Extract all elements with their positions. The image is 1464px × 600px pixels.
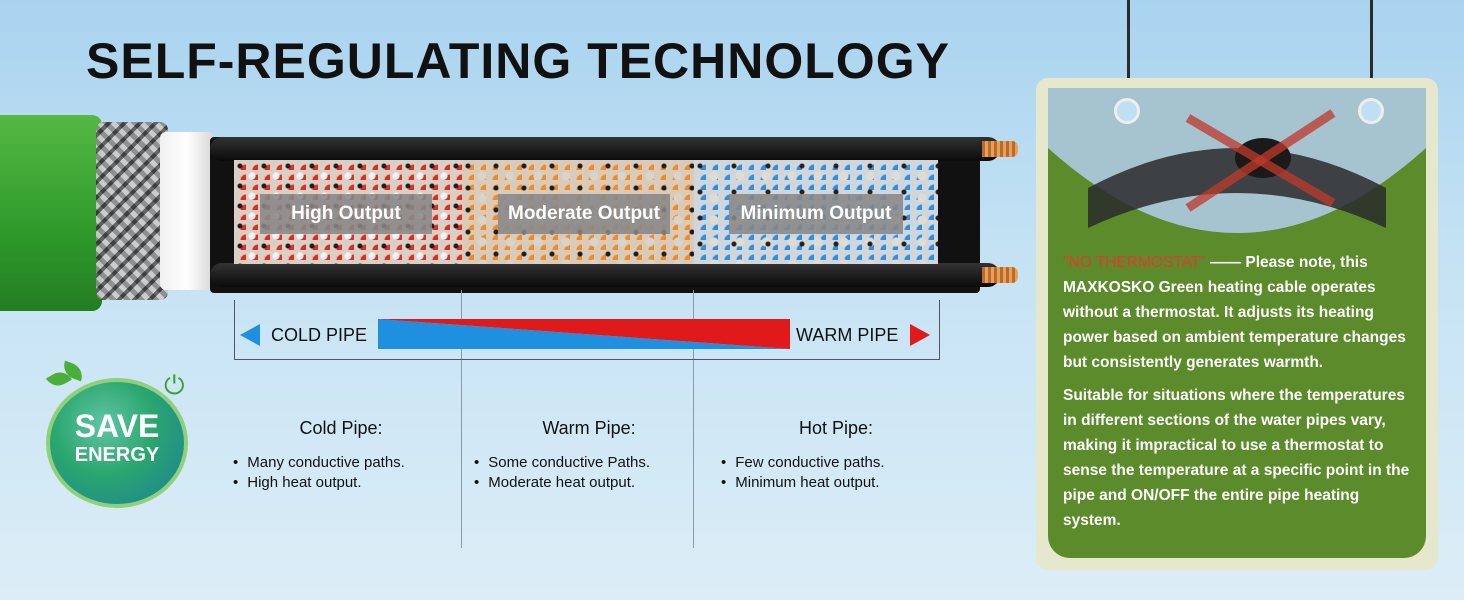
cable-green-jacket — [0, 115, 102, 311]
temperature-bracket — [234, 300, 940, 360]
column-heading: Hot Pipe: — [798, 418, 874, 438]
badge-text-save: SAVE — [74, 408, 160, 444]
no-thermostat-highlight: "NO THERMOSTAT" — [1063, 254, 1206, 271]
warm-wedge — [378, 319, 790, 349]
copper-wire-bottom — [982, 267, 1018, 283]
list-item: Many conductive paths. — [233, 453, 463, 473]
list-item: Minimum heat output. — [721, 473, 951, 493]
no-thermostat-photo — [1048, 88, 1426, 233]
notice-dash: —— — [1205, 254, 1246, 271]
warm-pipe-label: WARM PIPE — [796, 325, 899, 345]
column-heading: Cold Pipe: — [299, 418, 383, 438]
cable-braid-overlay — [96, 122, 168, 300]
hang-hole-left — [1114, 98, 1140, 124]
list-item: Some conductive Paths. — [474, 453, 704, 473]
high-output-label: High Output — [260, 194, 432, 234]
column-heading: Warm Pipe: — [542, 418, 636, 438]
column-divider — [461, 290, 462, 548]
hanging-string — [1370, 0, 1373, 104]
list-item: High heat output. — [233, 473, 463, 493]
temperature-gradient-bar — [378, 319, 790, 349]
moderate-output-label: Moderate Output — [498, 194, 670, 234]
notice-paragraph-1: "NO THERMOSTAT" —— Please note, this MAX… — [1063, 250, 1419, 375]
column-divider — [693, 290, 694, 548]
cable-inner-sheath — [160, 132, 214, 290]
badge-circle — [46, 378, 188, 508]
list-item: Moderate heat output. — [474, 473, 704, 493]
badge-text-energy: ENERGY — [74, 444, 160, 466]
save-energy-badge: ⏻ SAVE ENERGY — [45, 360, 190, 508]
no-thermostat-notice: "NO THERMOSTAT" —— Please note, this MAX… — [1063, 250, 1419, 533]
copper-wire-top — [982, 141, 1018, 157]
cable-bus-wire-bottom — [210, 263, 1000, 287]
minimum-output-label: Minimum Output — [729, 194, 903, 234]
warm-pipe-column: Warm Pipe: Some conductive Paths. Modera… — [474, 418, 704, 493]
list-item: Few conductive paths. — [721, 453, 951, 473]
notice-text: Please note, this MAXKOSKO Green heating… — [1063, 254, 1406, 371]
cold-pipe-column: Cold Pipe: Many conductive paths. High h… — [233, 418, 463, 493]
hot-pipe-column: Hot Pipe: Few conductive paths. Minimum … — [721, 418, 951, 493]
cable-bus-wire-top — [210, 137, 1000, 161]
page-title: SELF-REGULATING TECHNOLOGY — [86, 33, 950, 89]
notice-paragraph-2: Suitable for situations where the temper… — [1063, 387, 1410, 529]
hang-hole-right — [1358, 98, 1384, 124]
hanging-string — [1127, 0, 1130, 104]
plug-icon: ⏻ — [164, 370, 185, 400]
cold-pipe-label: COLD PIPE — [271, 325, 368, 345]
cold-arrow-icon — [240, 324, 260, 346]
warm-arrow-icon — [910, 324, 930, 346]
